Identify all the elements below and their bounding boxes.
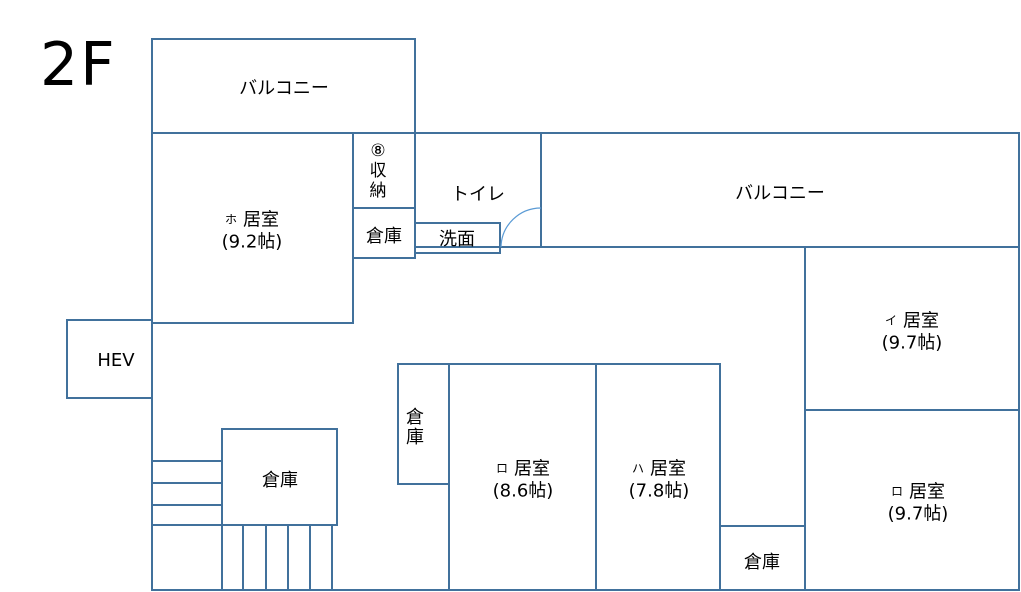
hev-outline: [66, 319, 153, 399]
room-i-label: イ居室 (9.7帖): [882, 310, 943, 355]
stair-tread: [309, 524, 333, 591]
toilet-label: トイレ: [451, 184, 505, 205]
room-ro-mid-mark: ロ: [495, 461, 509, 476]
stair-tread: [242, 524, 267, 591]
storage-small-label: 倉庫: [366, 226, 402, 247]
floor-label: 2F: [40, 30, 117, 100]
room-ha-mark: ハ: [631, 461, 645, 476]
door-arc: [500, 207, 542, 248]
stair-tread: [265, 524, 289, 591]
washroom-outline: [414, 222, 501, 254]
balcony-right-label: バルコニー: [735, 183, 825, 204]
toilet-outline: [414, 132, 542, 248]
room-ro-mid-name: 居室: [514, 458, 551, 480]
stair-tread: [221, 524, 244, 591]
storage-vertical-label: 倉 庫: [403, 408, 427, 448]
stair-tread: [287, 524, 311, 591]
storage-8-label: ⑧ 収 納: [366, 141, 390, 201]
room-ho-name: 居室: [243, 209, 280, 231]
room-ro-mid-label: ロ居室 (8.6帖): [493, 458, 554, 503]
storage-bottom-label: 倉庫: [744, 552, 780, 573]
storage-8-text: ⑧ 収 納: [369, 141, 387, 201]
storage-left-label: 倉庫: [262, 470, 298, 491]
room-i-name: 居室: [903, 310, 940, 332]
storage-vertical-text: 倉 庫: [406, 407, 424, 448]
room-ro-right-name: 居室: [909, 481, 946, 503]
storage-vertical-outline: [397, 363, 450, 485]
room-ro-right-outline: [804, 409, 1020, 591]
room-ro-right-label: ロ居室 (9.7帖): [888, 481, 949, 526]
washroom-label: 洗面: [439, 229, 475, 250]
balcony-left-label: バルコニー: [239, 78, 329, 99]
room-ro-mid-size: (8.6帖): [492, 480, 554, 502]
room-i-size: (9.7帖): [881, 332, 943, 354]
room-ha-size: (7.8帖): [628, 480, 690, 502]
room-ho-label: ホ居室 (9.2帖): [222, 209, 283, 254]
room-ro-right-size: (9.7帖): [887, 503, 949, 525]
room-i-mark: イ: [884, 313, 898, 328]
room-ro-right-mark: ロ: [890, 484, 904, 499]
hev-label: HEV: [97, 350, 135, 371]
room-ho-size: (9.2帖): [221, 231, 283, 253]
room-ha-label: ハ居室 (7.8帖): [629, 458, 690, 503]
room-ha-name: 居室: [650, 458, 687, 480]
room-ho-mark: ホ: [224, 212, 238, 227]
